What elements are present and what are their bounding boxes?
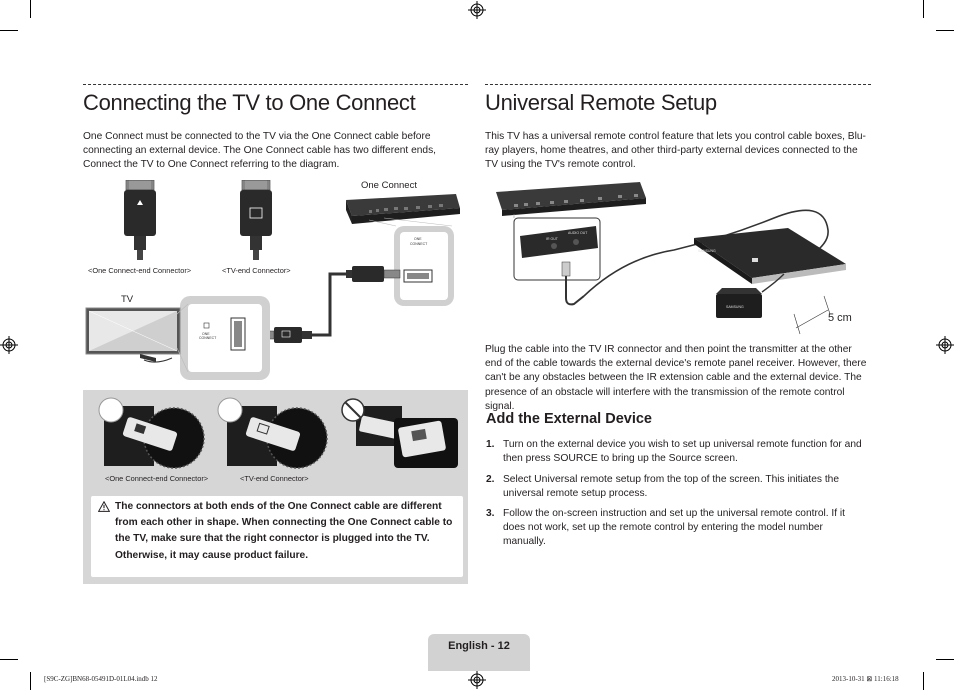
page-number: English - 12 <box>448 640 510 652</box>
intro-universal-remote: This TV has a universal remote control f… <box>485 131 866 171</box>
crop-mark <box>30 672 31 690</box>
step-number: 3. <box>486 508 495 519</box>
ir-extender-diagram: IR OUT AUDIO OUT SAMSUNG SAMSUNG <box>496 182 846 335</box>
svg-text:CONNECT: CONNECT <box>410 242 428 246</box>
tv-end-connector-illustration <box>240 180 272 260</box>
crop-mark <box>0 30 18 31</box>
tv-end-label-2: <TV-end Connector> <box>240 474 309 483</box>
intro-connecting: One Connect must be connected to the TV … <box>83 131 437 171</box>
registration-mark-icon <box>468 1 486 19</box>
caution-note: The connectors at both ends of the One C… <box>91 496 463 577</box>
tv-end-label: <TV-end Connector> <box>222 266 291 275</box>
registration-mark-icon <box>468 671 486 689</box>
warning-icon <box>98 501 110 512</box>
add-external-device-heading: Add the External Device <box>486 411 652 427</box>
svg-text:AUDIO OUT: AUDIO OUT <box>568 231 588 235</box>
crop-mark <box>0 659 18 660</box>
svg-text:SAMSUNG: SAMSUNG <box>698 249 716 253</box>
page-number-tab: English - 12 <box>428 634 530 671</box>
print-slug-file: [S9C-ZG]BN68-05491D-01L04.indb 12 <box>44 675 158 683</box>
keyword-source-screen: Source <box>668 453 702 465</box>
crop-mark <box>923 672 924 690</box>
keyword-universal-remote-setup: Universal remote setup <box>534 474 641 485</box>
svg-text:ONE: ONE <box>414 237 422 241</box>
crop-mark <box>923 0 924 18</box>
distance-label: 5 cm <box>828 312 852 324</box>
step-number: 2. <box>486 474 495 485</box>
section-rule <box>485 84 871 85</box>
connection-diagram: ONE CONNECT ONE CONNECT <box>85 194 460 380</box>
tv-label: TV <box>121 294 134 305</box>
crop-mark <box>30 0 31 18</box>
one-connect-label: One Connect <box>361 180 417 191</box>
step-number: 1. <box>486 439 495 450</box>
keyword-source: SOURCE <box>553 453 598 465</box>
step-text: Select Universal remote setup from the t… <box>503 474 840 500</box>
section-title-connecting: Connecting the TV to One Connect <box>83 90 416 115</box>
ir-cable-instructions: Plug the cable into the TV IR connector … <box>485 344 867 412</box>
svg-text:SAMSUNG: SAMSUNG <box>726 305 744 309</box>
one-connect-end-connector-illustration <box>124 180 156 260</box>
crop-mark <box>936 659 954 660</box>
step-text: Turn on the external device you wish to … <box>503 439 862 465</box>
print-slug-date: 2013-10-31 ⊠ 11:16:18 <box>832 675 899 683</box>
svg-text:ONE: ONE <box>202 332 210 336</box>
crop-mark <box>936 30 954 31</box>
one-connect-end-label-2: <One Connect-end Connector> <box>105 474 209 483</box>
registration-mark-icon <box>0 336 18 354</box>
registration-mark-icon <box>936 336 954 354</box>
one-connect-end-label: <One Connect-end Connector> <box>88 266 192 275</box>
svg-text:CONNECT: CONNECT <box>199 336 217 340</box>
step-text: Follow the on-screen instruction and set… <box>503 508 846 548</box>
connector-comparison-illustrations <box>98 397 458 469</box>
section-title-universal-remote: Universal Remote Setup <box>485 90 717 115</box>
caution-text: The connectors at both ends of the One C… <box>115 501 453 561</box>
svg-text:IR OUT: IR OUT <box>546 237 559 241</box>
section-rule <box>83 84 468 85</box>
